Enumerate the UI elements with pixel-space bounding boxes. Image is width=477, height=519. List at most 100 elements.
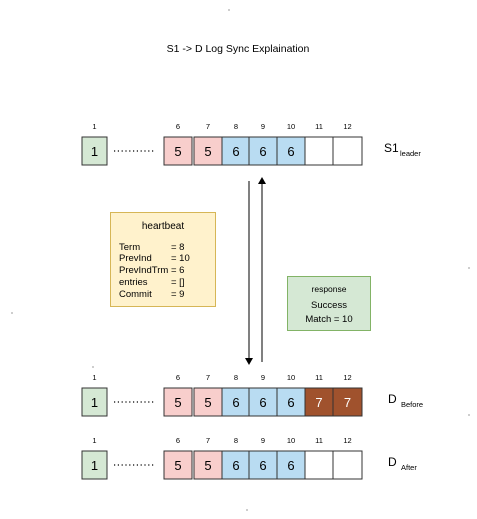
log-cell-term: 7 [315, 395, 322, 410]
heartbeat-value: = 9 [171, 289, 185, 300]
log-cell-d-after [81, 450, 108, 480]
log-index: 10 [287, 436, 295, 445]
log-cell-d-after [193, 450, 223, 480]
log-cell-d-after [276, 450, 306, 480]
row-label: D [388, 455, 397, 469]
response-success: Success [311, 300, 347, 311]
log-index: 8 [234, 436, 238, 445]
log-cell-s1 [276, 136, 306, 166]
log-cell-term: 6 [232, 458, 239, 473]
log-cell-term: 5 [204, 144, 211, 159]
log-cell-term: 5 [174, 395, 181, 410]
response-note: response Success Match = 10 [287, 276, 371, 331]
heartbeat-field-prevind: PrevInd = 10 [119, 253, 190, 264]
heartbeat-title: heartbeat [141, 221, 185, 232]
stray-dot [246, 509, 248, 511]
row-sublabel: Before [401, 400, 423, 409]
log-index: 12 [343, 436, 351, 445]
log-index: 11 [315, 436, 323, 445]
log-cell-term: 6 [287, 395, 294, 410]
stray-dot [468, 414, 470, 416]
log-cell-s1 [81, 136, 108, 166]
log-index: 8 [234, 373, 238, 382]
row-sublabel: leader [400, 149, 421, 158]
heartbeat-value: = [] [171, 277, 185, 288]
log-cell-s1 [332, 136, 363, 166]
log-index: 10 [287, 373, 295, 382]
log-index: 1 [92, 436, 96, 445]
log-cell-term: 6 [232, 144, 239, 159]
heartbeat-field-previndtrm: PrevIndTrm= 6 [119, 265, 184, 276]
stray-dot [11, 312, 13, 314]
heartbeat-value: = 10 [171, 253, 190, 264]
log-index: 9 [261, 122, 265, 131]
log-index: 1 [92, 373, 96, 382]
log-cell-d-before [163, 387, 193, 417]
log-cell-d-before [193, 387, 223, 417]
heartbeat-value: = 6 [171, 265, 185, 276]
log-cell-term: 5 [174, 144, 181, 159]
log-index: 1 [92, 122, 96, 131]
heartbeat-key: Term [119, 242, 141, 253]
log-cell-d-before [221, 387, 251, 417]
log-cell-term: 1 [91, 144, 98, 159]
log-index: 12 [343, 373, 351, 382]
log-index: 7 [206, 122, 210, 131]
heartbeat-key: PrevIndTrm [119, 265, 169, 276]
log-index: 9 [261, 373, 265, 382]
heartbeat-key: PrevInd [119, 253, 152, 264]
stray-dot [228, 9, 230, 11]
log-cell-d-after [248, 450, 278, 480]
heartbeat-field-term: Term = 8 [119, 242, 184, 253]
log-cell-term: 7 [344, 395, 351, 410]
heartbeat-note: heartbeat Term = 8 PrevInd = 10 PrevIndTrm… [110, 212, 216, 307]
log-index: 6 [176, 122, 180, 131]
log-index: 8 [234, 122, 238, 131]
log-cell-d-before [304, 387, 334, 417]
response-match: Match = 10 [305, 314, 353, 325]
log-cell-d-after [304, 450, 334, 480]
log-index: 6 [176, 373, 180, 382]
heartbeat-field-commit: Commit = 9 [119, 289, 184, 300]
row-label: D [388, 392, 397, 406]
log-cell-d-after [163, 450, 193, 480]
log-cell-s1 [193, 136, 223, 166]
log-index: 11 [315, 122, 323, 131]
row-sublabel: After [401, 463, 417, 472]
log-cell-term: 6 [259, 458, 266, 473]
log-cell-term: 5 [204, 395, 211, 410]
log-index: 7 [206, 373, 210, 382]
heartbeat-key: Commit [119, 289, 152, 300]
log-cell-term: 6 [259, 395, 266, 410]
row-label: S1 [384, 141, 399, 155]
heartbeat-field-entries: entries = [] [119, 277, 184, 288]
log-cell-term: 6 [232, 395, 239, 410]
log-cell-d-after [332, 450, 363, 480]
log-cell-term: 6 [287, 458, 294, 473]
log-cell-d-before [276, 387, 306, 417]
log-cell-term: 1 [91, 458, 98, 473]
log-index: 6 [176, 436, 180, 445]
diagram-title: S1 -> D Log Sync Explaination [167, 43, 310, 55]
log-index: 9 [261, 436, 265, 445]
log-cell-term: 5 [174, 458, 181, 473]
stray-dot [92, 366, 94, 368]
log-index: 11 [315, 373, 323, 382]
log-cell-s1 [304, 136, 334, 166]
log-index: 7 [206, 436, 210, 445]
heartbeat-key: entries [119, 277, 148, 288]
log-cell-term: 6 [287, 144, 294, 159]
log-cell-d-before [332, 387, 363, 417]
log-cell-term: 5 [204, 458, 211, 473]
log-cell-term: 1 [91, 395, 98, 410]
log-cell-s1 [248, 136, 278, 166]
stray-dot [468, 267, 470, 269]
log-cell-s1 [163, 136, 193, 166]
log-cell-term: 6 [259, 144, 266, 159]
log-index: 10 [287, 122, 295, 131]
heartbeat-value: = 8 [171, 242, 185, 253]
response-title: response [311, 284, 347, 294]
log-cell-d-before [81, 387, 108, 417]
